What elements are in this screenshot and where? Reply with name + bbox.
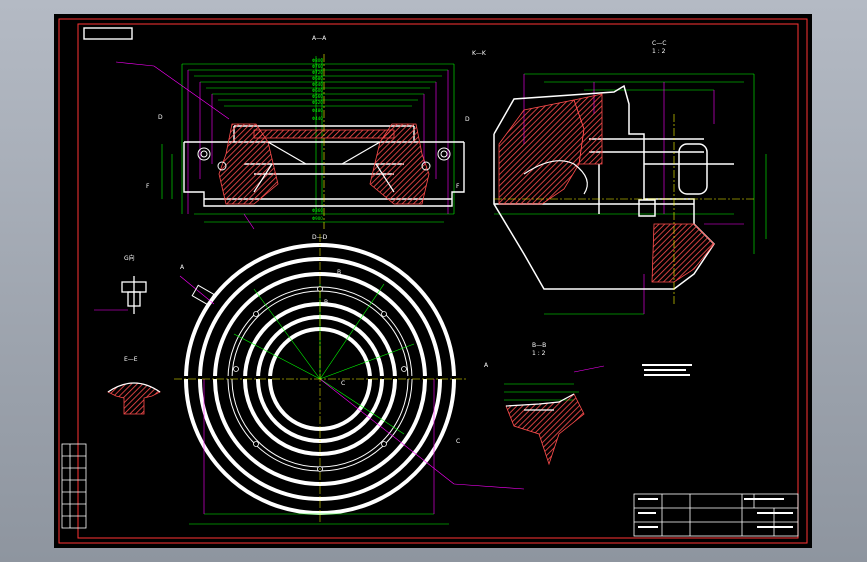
view-g-detail xyxy=(94,276,147,314)
section-b-scale: 1 : 2 xyxy=(532,350,546,357)
section-a-label: A—A xyxy=(312,35,327,42)
technical-notes xyxy=(642,364,692,376)
cut-mark-b-top: B xyxy=(337,269,342,276)
title-block xyxy=(633,493,799,537)
inner-frame xyxy=(77,23,799,539)
drawing-number-stamp xyxy=(83,27,133,40)
view-d-plan xyxy=(174,234,525,525)
svg-text:Φ440: Φ440 xyxy=(312,116,323,121)
cut-mark-c-mid: C xyxy=(341,380,346,387)
svg-text:Φ680: Φ680 xyxy=(312,76,323,81)
cut-mark-a-left: A xyxy=(180,264,185,271)
svg-text:Φ800: Φ800 xyxy=(312,58,323,63)
section-b-label: B—B xyxy=(532,342,547,349)
cut-mark-d-left: D xyxy=(158,114,163,121)
cut-mark-a-right: A xyxy=(484,362,489,369)
cut-mark-d-right: D xyxy=(465,116,470,123)
section-e-label: E—E xyxy=(124,356,138,363)
outer-frame xyxy=(58,18,808,544)
svg-text:Φ760: Φ760 xyxy=(312,64,323,69)
section-e-detail xyxy=(107,382,161,415)
view-g-label: G向 xyxy=(124,255,135,262)
section-b-detail xyxy=(504,365,605,466)
svg-text:Φ720: Φ720 xyxy=(312,70,323,75)
cut-mark-b-mid: B xyxy=(324,299,329,306)
cut-mark-f-right: F xyxy=(456,183,460,190)
section-c-label: C—C xyxy=(652,40,667,47)
view-d-label: D—D xyxy=(312,234,328,241)
svg-text:Φ600: Φ600 xyxy=(312,88,323,93)
section-k-label: K—K xyxy=(472,50,486,57)
revision-table xyxy=(61,443,87,529)
svg-text:Φ900: Φ900 xyxy=(312,216,323,221)
svg-text:Φ560: Φ560 xyxy=(312,94,323,99)
svg-text:Φ520: Φ520 xyxy=(312,100,323,105)
cut-mark-c-bot: C xyxy=(456,438,461,445)
svg-text:Φ640: Φ640 xyxy=(312,82,323,87)
svg-text:Φ480: Φ480 xyxy=(312,108,323,113)
svg-text:Φ360: Φ360 xyxy=(312,208,323,213)
section-c-view xyxy=(493,73,767,315)
section-c-scale: 1 : 2 xyxy=(652,48,666,55)
cut-mark-f-left: F xyxy=(146,183,150,190)
